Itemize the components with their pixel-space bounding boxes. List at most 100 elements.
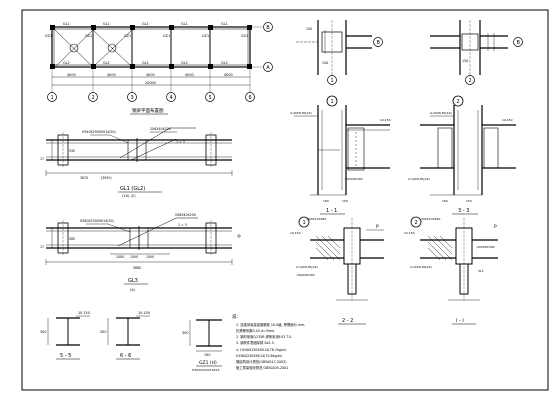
detail-dim-a: 160 <box>323 199 329 203</box>
gl3-slope: 1 = 3 <box>178 223 187 227</box>
detail-plate-b: -200X8X300 <box>344 177 363 181</box>
section-5-5-elev: 10.150 <box>78 311 90 315</box>
plan-beam-label: GL1 <box>63 22 70 26</box>
gl1-dim-h: 340 <box>69 149 75 153</box>
plan-bay-dim: 4000 <box>224 73 233 77</box>
notes-line: 4. H340X250X9X14(78.7kg/m) <box>236 348 287 352</box>
section-labels: 10.150 10.150 300 300 300 150 5 - 5 6 - … <box>40 311 220 372</box>
notes-line: H280X250X9X14(70.6kg/m) <box>236 354 282 358</box>
section-5-5 <box>47 315 90 346</box>
notes-line: 钢结构设计规范(GB50017-2003) <box>236 359 287 364</box>
section-gz1-label: GZ1 (H) <box>199 360 217 366</box>
gl3-dim-left: 17 <box>40 245 44 249</box>
plan-bay-dim: 4000 <box>185 73 194 77</box>
node-grid: 1 <box>331 78 334 84</box>
plan-grid-number: 4 <box>170 95 173 101</box>
plan-column-label: GZ1 <box>241 34 248 38</box>
detail-dim-b: 150 <box>342 199 348 203</box>
section-5-5-label: 5 - 5 <box>60 353 71 359</box>
gl3-span: 3880 <box>133 266 141 270</box>
gl1-dim-left: 17 <box>40 157 44 161</box>
detail-cut-label: 1 - 1 <box>326 208 337 214</box>
gl1-label-sub: (10) (2) <box>122 194 136 198</box>
node-detail-2 <box>430 20 523 85</box>
detail-2-2 <box>298 216 384 301</box>
detail-grid: 1 <box>331 99 334 105</box>
node-detail-2-labels: B 2 150 <box>462 40 521 84</box>
detail-cut-label: i - i <box>456 318 464 324</box>
detail-3-3 <box>420 95 516 196</box>
gl3-sub-dim: 1000 <box>116 255 124 259</box>
detail-plate-a: -300X10X650 <box>306 217 327 221</box>
detail-dim-c: 311 <box>478 269 484 273</box>
detail-bolt-b: 2-10X8.8S(16) <box>408 177 430 181</box>
plan-title: 钢梁平面布置图 <box>132 107 164 114</box>
detail-dim-a: 160 <box>442 199 448 203</box>
detail-grid: 2 <box>457 99 460 105</box>
plan-grid-number: 1 <box>51 95 54 101</box>
plan-grid-number: 6 <box>249 95 252 101</box>
section-5-5-dim: 300 <box>40 330 46 334</box>
plan-labels: GL1 GL1 GL1 GL1 GL1 GL2 GL2 GL2 GL2 GL2 … <box>45 22 270 114</box>
detail-cut-label: 2 - 2 <box>342 318 353 324</box>
detail-bolt-a: 4-20X8.8S(16) <box>290 111 312 115</box>
section-6-6 <box>107 315 150 346</box>
gl3-dim-h: 280 <box>69 237 75 241</box>
detail-elev: 10.150 <box>290 231 301 235</box>
detail-dim-b: 150 <box>466 199 472 203</box>
detail-elev: 10.150 <box>380 118 391 122</box>
node-dim: 150 <box>322 61 328 65</box>
detail-i-i <box>410 216 498 301</box>
plan-beam-label: GL1 <box>103 22 110 26</box>
plan-bay-dim: 4000 <box>67 73 76 77</box>
plan-grid-letter: A <box>266 65 270 71</box>
gl1-span: 3870 <box>80 176 88 180</box>
detail-bolt-b: 2-10X8.8S(16) <box>296 265 318 269</box>
detail-1-1-labels: 1 4-20X8.8S(16) 10.150 160 150 -200X8X30… <box>290 99 391 214</box>
detail-bolt-a: 4-20X8.8S(16) <box>430 111 452 115</box>
plan-beam-label: GL2 <box>103 61 110 65</box>
node-detail-1 <box>296 20 383 85</box>
plan-grid-number: 2 <box>92 95 95 101</box>
gl1-elevation <box>45 127 233 176</box>
gl1-spec2: 2X6X40X200 <box>150 127 171 131</box>
plan-beam-label: GL2 <box>142 61 149 65</box>
detail-elev: 10.150 <box>502 118 513 122</box>
gl1-span-right: (3930) <box>101 176 112 180</box>
section-gz1-dim: 300 <box>182 331 188 335</box>
node-axis-b: B <box>517 40 521 46</box>
gl3-elevation <box>45 217 241 265</box>
gl1-labels: H340X250X9X14(50) 2X6X40X200 1 = 3 17 34… <box>40 127 185 198</box>
node-axis-b: B <box>377 40 381 46</box>
detail-plate-b: -200X8X300 <box>296 273 315 277</box>
gl3-label: GL3 <box>128 278 138 284</box>
notes-line: 2. 钢材采用Q235B 焊条采用E43 T.5. <box>236 334 292 339</box>
drawing-frame <box>21 9 549 391</box>
notes-line: 施工质量验收规范 GB50205-2001 <box>236 365 288 370</box>
plan-grid-number: 5 <box>209 95 212 101</box>
notes-line: 3. 钢构件表面除锈 Sa2.5. <box>236 340 275 345</box>
detail-elev: 10.150 <box>404 231 415 235</box>
plan-bay-dim: 4000 <box>146 73 155 77</box>
gl3-spec: H280X250X9X14(50) <box>80 219 114 223</box>
gl3-sub-dim: 1000 <box>146 255 154 259</box>
detail-3-3-labels: 2 4-20X8.8S(16) 10.150 2-10X8.8S(16) 160… <box>408 99 513 214</box>
detail-bolt-b: 2-10X8.8S(16) <box>410 265 432 269</box>
plan-column-label: GZ1 <box>124 34 131 38</box>
node-grid: 2 <box>469 78 472 84</box>
gl3-labels: H280X250X9X14(50) 2X6X40X200 1 = 3 17 28… <box>40 213 196 292</box>
detail-i-i-labels: 2 -300X10X650 10.150 P -200X8X300 311 2-… <box>404 217 497 324</box>
notes-line: 抗滑移系数0.45 d=3mm. <box>236 328 275 333</box>
notes: 说: 1. 连接采用高强度螺栓 10.9级, 摩擦面为 mm. 抗滑移系数0.4… <box>232 313 305 370</box>
section-6-6-label: 6 - 6 <box>120 353 131 359</box>
plan-bay-dim: 4000 <box>107 73 116 77</box>
gl3-spec2: 2X6X40X200 <box>175 213 196 217</box>
plan-total-dim: 20000 <box>145 81 156 85</box>
plan-column-label: GZ1 <box>45 34 52 38</box>
detail-2-2-labels: 1 -300X10X650 10.150 P 2-10X8.8S(16) -20… <box>290 217 379 324</box>
detail-p: P <box>376 224 379 230</box>
plan-column-label: GZ1 <box>202 34 209 38</box>
detail-cut-label: 3 - 3 <box>458 208 469 214</box>
detail-grid: 1 <box>303 220 306 226</box>
